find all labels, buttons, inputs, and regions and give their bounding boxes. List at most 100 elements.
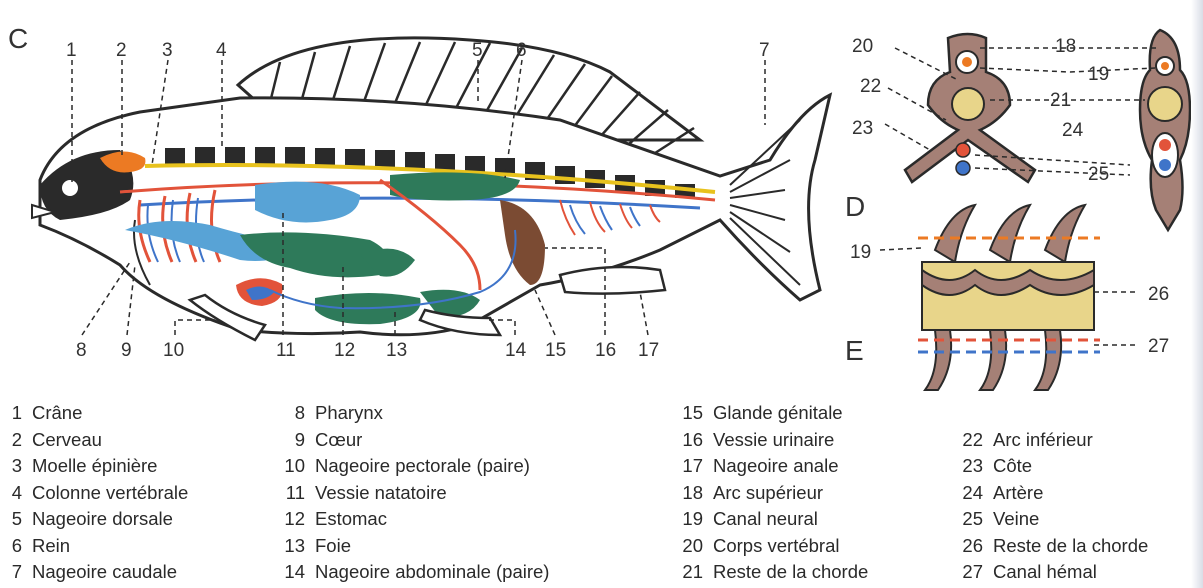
legend-item: 1 Crâne	[0, 400, 188, 427]
notochord-block	[922, 262, 1094, 330]
fig-num-8: 8	[76, 340, 87, 361]
legend-label: Arc supérieur	[713, 482, 823, 503]
fig-num-3: 3	[162, 40, 173, 61]
fig-num-16: 16	[595, 340, 616, 361]
neural-spine-2	[990, 205, 1030, 262]
fig-num-6: 6	[516, 40, 527, 61]
fig-num-23: 23	[852, 118, 873, 139]
legend-label: Colonne vertébrale	[32, 482, 188, 503]
legend-number: 15	[675, 400, 703, 427]
legend-item: 8 Pharynx	[283, 400, 549, 427]
legend-label: Reste de la chorde	[993, 535, 1148, 556]
legend-number: 5	[0, 506, 22, 533]
fig-num-1: 1	[66, 40, 77, 61]
legend-label: Estomac	[315, 508, 387, 529]
column-segment	[918, 205, 1100, 390]
legend-label: Canal neural	[713, 508, 818, 529]
fig-num-19b: 19	[850, 242, 871, 263]
legend-number: 21	[675, 559, 703, 586]
legend-label: Cœur	[315, 429, 362, 450]
fig-num-2: 2	[116, 40, 127, 61]
fig-num-27: 27	[1148, 336, 1169, 357]
panel-c-label: C	[8, 23, 28, 54]
legend-number: 18	[675, 480, 703, 507]
legend-label: Corps vertébral	[713, 535, 839, 556]
fig-num-12: 12	[334, 340, 355, 361]
legend-item: 9 Cœur	[283, 427, 549, 454]
fig-num-25: 25	[1088, 164, 1109, 185]
fig-num-7: 7	[759, 40, 770, 61]
legend-column-2: 8 Pharynx 9 Cœur 10 Nageoire pectorale (pai…	[283, 400, 549, 586]
fig-num-10: 10	[163, 340, 184, 361]
legend-label: Canal hémal	[993, 561, 1097, 582]
legend-label: Côte	[993, 455, 1032, 476]
spinal-cord-section	[962, 57, 972, 67]
legend-item: 19 Canal neural	[675, 506, 868, 533]
legend-item: 5 Nageoire dorsale	[0, 506, 188, 533]
legend-label: Foie	[315, 535, 351, 556]
legend-number: 8	[283, 400, 305, 427]
legend-number: 12	[283, 506, 305, 533]
fig-num-19: 19	[1088, 64, 1109, 85]
legend-number: 1	[0, 400, 22, 427]
legend-column-3: 15Glande génitale 16Vessie urinaire 17Na…	[675, 400, 868, 586]
tail-spinal-cord	[1161, 62, 1169, 70]
legend-label: Cerveau	[32, 429, 102, 450]
fig-num-14: 14	[505, 340, 527, 361]
legend-number: 25	[955, 506, 983, 533]
fig-num-5: 5	[472, 40, 483, 61]
legend-label: Nageoire dorsale	[32, 508, 173, 529]
tail-vertebra-section	[1140, 30, 1190, 230]
fig-num-13: 13	[386, 340, 407, 361]
legend-label: Vessie natatoire	[315, 482, 447, 503]
legend-label: Veine	[993, 508, 1039, 529]
tail-vein	[1159, 159, 1171, 171]
fig-num-26: 26	[1148, 284, 1169, 305]
fig-num-18: 18	[1055, 36, 1076, 57]
anal-fin	[560, 267, 665, 294]
legend-label: Nageoire caudale	[32, 561, 177, 582]
legend-number: 9	[283, 427, 305, 454]
legend-item: 23 Côte	[955, 453, 1148, 480]
neural-spine-3	[1045, 205, 1085, 262]
legend-item: 15 Glande génitale	[675, 400, 868, 427]
legend-label: Crâne	[32, 402, 82, 423]
legend-number: 19	[675, 506, 703, 533]
legend-label: Artère	[993, 482, 1043, 503]
panel-d-label: D	[845, 191, 865, 222]
legend-label: Nageoire anale	[713, 455, 838, 476]
legend-number: 2	[0, 427, 22, 454]
legend-item: 27 Canal hémal	[955, 559, 1148, 586]
legend: 1Crâne 2Cerveau 3Moelle épinière 4Colonn…	[0, 400, 1203, 588]
legend-label: Rein	[32, 535, 70, 556]
legend-label: Nageoire pectorale (paire)	[315, 455, 530, 476]
legend-item: 4 Colonne vertébrale	[0, 480, 188, 507]
legend-number: 10	[283, 453, 305, 480]
fig-num-24: 24	[1062, 120, 1084, 141]
legend-number: 20	[675, 533, 703, 560]
fig-num-9: 9	[121, 340, 132, 361]
tail-artery	[1159, 139, 1171, 151]
neural-spine-1	[935, 205, 975, 262]
notochord-remnant	[952, 88, 984, 120]
vertebra-cross-section	[905, 34, 1035, 182]
tail-notochord	[1148, 87, 1182, 121]
legend-number: 27	[955, 559, 983, 586]
legend-label: Nageoire abdominale (paire)	[315, 561, 549, 582]
legend-number: 14	[283, 559, 305, 586]
legend-label: Pharynx	[315, 402, 383, 423]
legend-item: 2 Cerveau	[0, 427, 188, 454]
legend-number: 23	[955, 453, 983, 480]
legend-label: Arc inférieur	[993, 429, 1093, 450]
legend-number: 13	[283, 533, 305, 560]
legend-number: 4	[0, 480, 22, 507]
legend-label: Glande génitale	[713, 402, 843, 423]
